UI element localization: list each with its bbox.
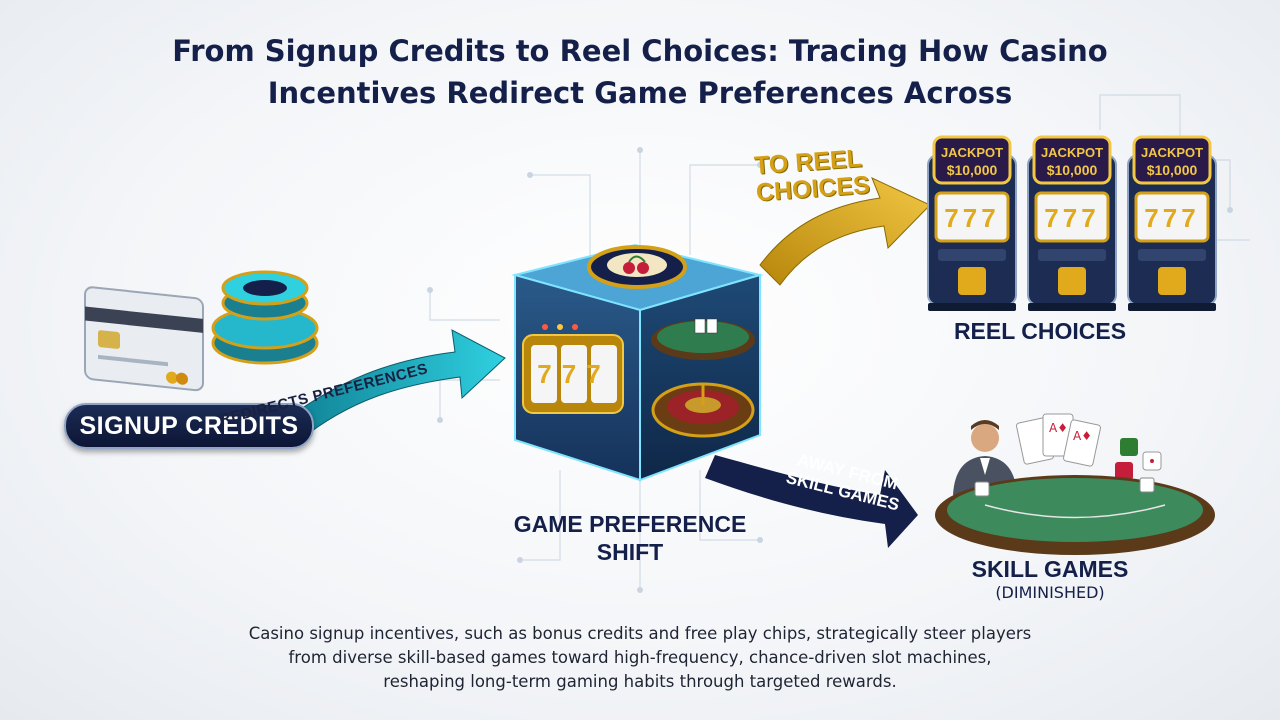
svg-text:A♦: A♦ (1073, 429, 1092, 443)
slot-reels-label: 777 (944, 203, 999, 233)
jackpot-amount-label: $10,000 (1047, 162, 1098, 178)
game-preference-cube: 777 (511, 243, 764, 482)
title-line-1: From Signup Credits to Reel Choices: Tra… (172, 34, 1108, 68)
slot-reels-label: 777 (1144, 203, 1199, 233)
signup-card-illustration (84, 270, 319, 392)
cube-reels-label: 777 (537, 359, 610, 389)
diagram-title: From Signup Credits to Reel Choices: Tra… (40, 30, 1240, 114)
caption-line-1: Casino signup incentives, such as bonus … (248, 624, 1032, 643)
skill-games-illustration: A♦ A♦ (935, 413, 1215, 555)
playing-cards-icon: A♦ A♦ (1016, 413, 1101, 467)
skill-games-diminished-label: (DIMINISHED) (995, 583, 1105, 602)
slot-machine-icon: JACKPOT $10,000 777 (927, 135, 1017, 311)
gaming-table-icon (935, 475, 1215, 555)
to-reel-choices-label: TO REEL CHOICES (753, 143, 896, 206)
roulette-wheel-icon (651, 382, 755, 438)
cube-slot-reels-icon: 777 (522, 324, 624, 414)
blackjack-table-icon (651, 318, 755, 360)
chip-stack-icon (211, 270, 319, 365)
caption-line-2: from diverse skill-based games toward hi… (288, 648, 992, 667)
slot-machine-icon: JACKPOT $10,000 777 (1127, 135, 1217, 311)
slot-reels-label: 777 (1044, 203, 1099, 233)
signup-credits-node: SIGNUP CREDITS (64, 403, 314, 449)
reel-choices-label: REEL CHOICES (953, 318, 1127, 344)
diagram-caption: Casino signup incentives, such as bonus … (200, 622, 1080, 694)
cherry-chip-icon (587, 245, 687, 289)
slot-machines-illustration: JACKPOT$10,000777JACKPOT$10,000777JACKPO… (927, 135, 1217, 311)
svg-text:A♦: A♦ (1049, 421, 1068, 435)
credit-card-icon (84, 286, 204, 392)
game-preference-shift-label: GAME PREFERENCE SHIFT (480, 510, 780, 566)
slot-machine-icon: JACKPOT $10,000 777 (1027, 135, 1117, 311)
shift-line-1: GAME PREFERENCE (513, 511, 747, 537)
jackpot-sign-label: JACKPOT (1041, 145, 1103, 160)
shift-line-2: SHIFT (596, 539, 664, 565)
title-line-2: Incentives Redirect Game Preferences Acr… (267, 76, 1013, 110)
caption-line-3: reshaping long-term gaming habits throug… (383, 672, 897, 691)
jackpot-amount-label: $10,000 (947, 162, 998, 178)
jackpot-sign-label: JACKPOT (1141, 145, 1203, 160)
dice-icon (1115, 438, 1162, 480)
jackpot-amount-label: $10,000 (1147, 162, 1198, 178)
jackpot-sign-label: JACKPOT (941, 145, 1003, 160)
skill-games-label: SKILL GAMES (971, 556, 1129, 582)
